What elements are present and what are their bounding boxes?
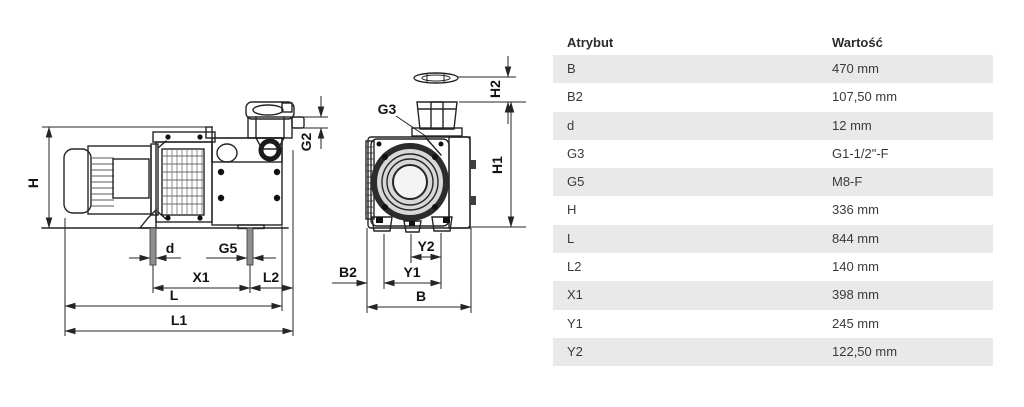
value-cell: 12 mm [832, 117, 872, 133]
attribute-cell: H [567, 202, 577, 218]
dim-label-d: d [166, 240, 175, 256]
attribute-cell: B2 [567, 89, 583, 105]
attribute-cell: G3 [567, 145, 585, 161]
header-attribute: Atrybut [567, 35, 614, 50]
value-cell: 140 mm [832, 259, 879, 275]
table-row: L2 140 mm [553, 253, 993, 281]
foot-stud-left [149, 227, 157, 266]
attribute-cell: d [567, 117, 575, 133]
motor-fins [91, 157, 114, 207]
value-cell: 245 mm [832, 315, 879, 331]
attribute-cell: Y1 [567, 315, 583, 331]
dim-label-y1: Y1 [403, 264, 420, 280]
value-cell: 470 mm [832, 61, 879, 76]
dim-label-g3: G3 [378, 101, 397, 117]
dim-label-g5: G5 [219, 240, 238, 256]
foot-center [403, 220, 422, 233]
technical-drawing: H G2 d G5 X1 L2 L L1 [25, 56, 526, 336]
table-row: Y2 122,50 mm [553, 337, 993, 367]
dim-label-l2: L2 [263, 269, 280, 285]
attribute-cell: L2 [567, 259, 582, 275]
table-row: H 336 mm [553, 196, 993, 224]
inlet-fitting-side [245, 101, 305, 150]
fitting-lid [413, 72, 459, 84]
table-row: G3 G1-1/2"-F [553, 140, 993, 168]
value-cell: 398 mm [832, 287, 879, 303]
attribute-cell: L [567, 230, 575, 246]
value-cell: G1-1/2"-F [832, 145, 889, 161]
shaft-bore [392, 164, 428, 200]
support-bracket [138, 208, 157, 229]
motor [63, 140, 167, 220]
motor-terminal-box [112, 158, 150, 199]
value-cell: M8-F [832, 174, 863, 190]
foot-left [371, 216, 393, 232]
table-row: B2 107,50 mm [553, 83, 993, 111]
table-row: d 12 mm [553, 111, 993, 140]
table-row: L 844 mm [553, 224, 993, 254]
inlet-port-ring [258, 138, 282, 162]
dim-label-h1: H1 [489, 156, 505, 174]
pump-body-front [367, 136, 476, 233]
attribute-cell: G5 [567, 174, 585, 190]
spec-table-header: Atrybut Wartość [553, 30, 993, 55]
dim-label-b: B [416, 288, 426, 304]
front-view: G3 H2 H1 Y2 Y1 B2 B [332, 56, 526, 313]
attribute-cell: Y2 [567, 343, 583, 359]
dim-label-b2: B2 [339, 264, 357, 280]
table-row: G5 M8-F [553, 168, 993, 197]
value-cell: 122,50 mm [832, 343, 898, 359]
dim-label-x1: X1 [192, 269, 209, 285]
pump-body-side [205, 126, 283, 230]
table-row: X1 398 mm [553, 281, 993, 310]
value-cell: 336 mm [832, 202, 879, 218]
spec-table: Atrybut Wartość B 470 mm B2 107,50 mm d … [553, 30, 993, 367]
oil-sight-port [216, 143, 238, 163]
dim-label-g2: G2 [298, 132, 314, 151]
attribute-cell: X1 [567, 287, 583, 303]
value-cell: 844 mm [832, 230, 879, 246]
inlet-fitting-front [411, 101, 463, 137]
table-row: Y1 245 mm [553, 310, 993, 338]
dim-label-h2: H2 [487, 80, 503, 98]
spec-table-body: B 470 mm B2 107,50 mm d 12 mm G3 G1-1/2"… [553, 55, 993, 367]
value-cell: 107,50 mm [832, 89, 898, 105]
side-port [291, 116, 305, 129]
dim-label-l: L [170, 287, 179, 303]
dim-label-h: H [25, 178, 41, 188]
side-view: H G2 d G5 X1 L2 L L1 [25, 96, 328, 336]
table-row: B 470 mm [553, 55, 993, 84]
foot-stud-right [246, 227, 254, 266]
dim-label-y2: Y2 [417, 238, 434, 254]
header-value: Wartość [832, 35, 883, 50]
motor-flange [150, 143, 159, 216]
dim-label-l1: L1 [171, 312, 188, 328]
attribute-cell: B [567, 61, 576, 76]
